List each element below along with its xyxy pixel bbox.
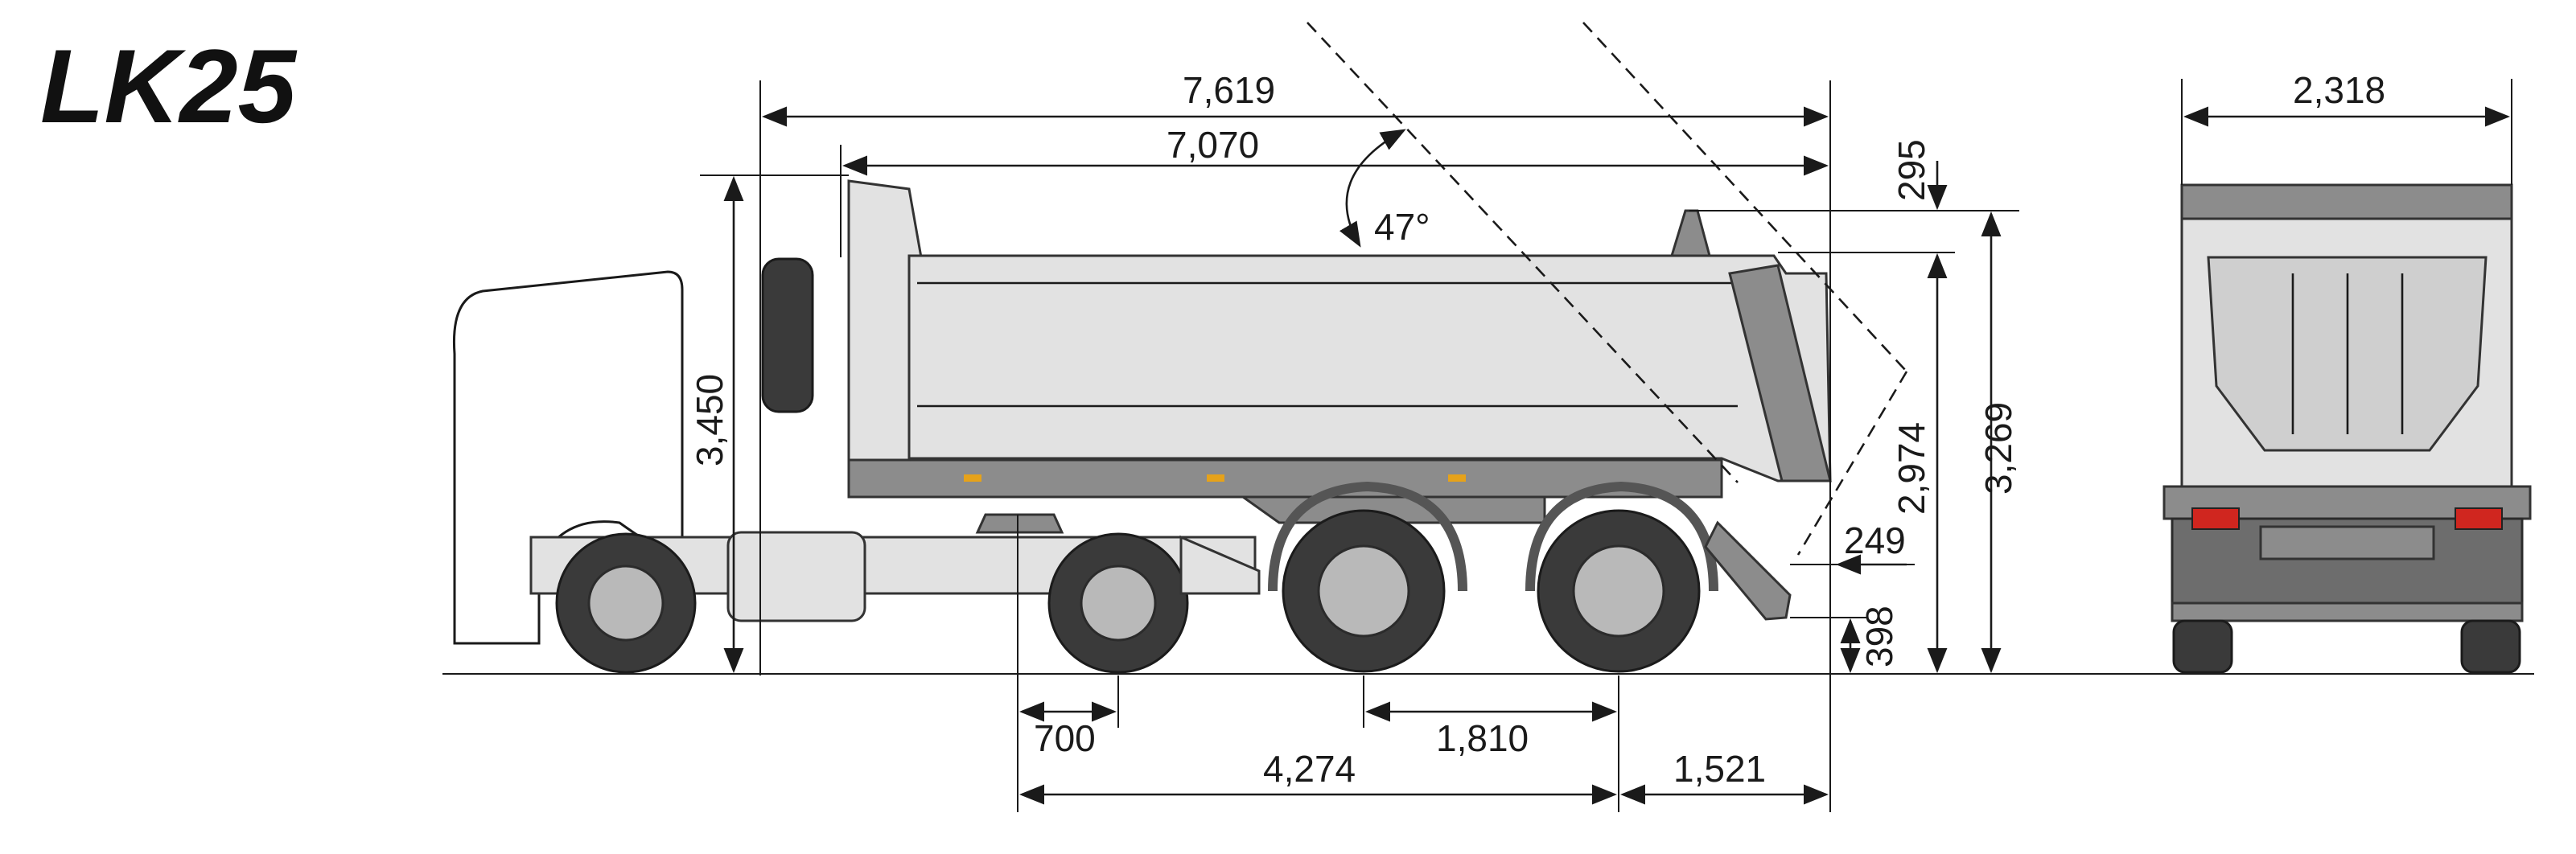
tip-angle-arc [1339,129,1406,248]
tipped-body-outline [1796,371,1908,556]
side-marker-lamp [964,474,981,482]
dump-body [907,254,1832,482]
rear-plate-area [2259,525,2435,560]
tailgate-extra-label: 295 [1891,139,1932,201]
rear-axle-fender [1525,481,1718,592]
trailer-axle2-rim [1572,544,1665,638]
kingpin-to-axle-label: 4,274 [1263,748,1356,790]
rear-top-rail [2180,183,2513,220]
tailgate-top-height-label: 3,269 [1977,402,2019,495]
trailer-unit [761,179,1832,673]
body-length-label: 7,070 [1167,124,1259,166]
overall-width-label: 2,318 [2293,69,2385,111]
rear-view [2162,183,2532,674]
tractor-front-rim [587,565,665,642]
tailgate-hinge [1669,209,1711,257]
tipped-body-outline [1582,22,1907,372]
side-marker-lamp [1207,474,1224,482]
rear-tail-lamp-left [2191,507,2240,530]
side-marker-lamp [1448,474,1466,482]
fuel-tank [726,531,866,622]
body-height-label: 2,974 [1891,422,1932,515]
rear-clearance-label: 249 [1844,519,1906,561]
fifth-wheel [975,513,1064,534]
model-logo-text: LK25 [40,32,298,145]
rear-left-tire [2172,619,2233,674]
rear-ground-clearance-label: 398 [1858,606,1900,667]
tipped-body-outline [1307,22,1739,483]
overall-length-label: 7,619 [1183,69,1275,111]
tractor-rear-rim [1080,565,1157,642]
axle-spread-label: 1,810 [1436,717,1529,759]
tractor-tail-frame [1179,535,1261,595]
trailer-axle1-rim [1317,544,1410,638]
rear-tail-lamp-right [2455,507,2503,530]
tip-angle-label: 47° [1374,206,1430,248]
rear-underrun-step [1704,520,1792,621]
rear-right-tire [2460,619,2521,674]
spare-tire [761,257,814,413]
model-logo: LK25 [40,27,442,145]
kingpin-offset-label: 700 [1034,717,1096,759]
rear-bumper [2171,601,2524,622]
rear-overhang-label: 1,521 [1673,748,1766,790]
front-axle-fender [1268,481,1467,592]
overall-height-label: 3,450 [689,374,730,466]
